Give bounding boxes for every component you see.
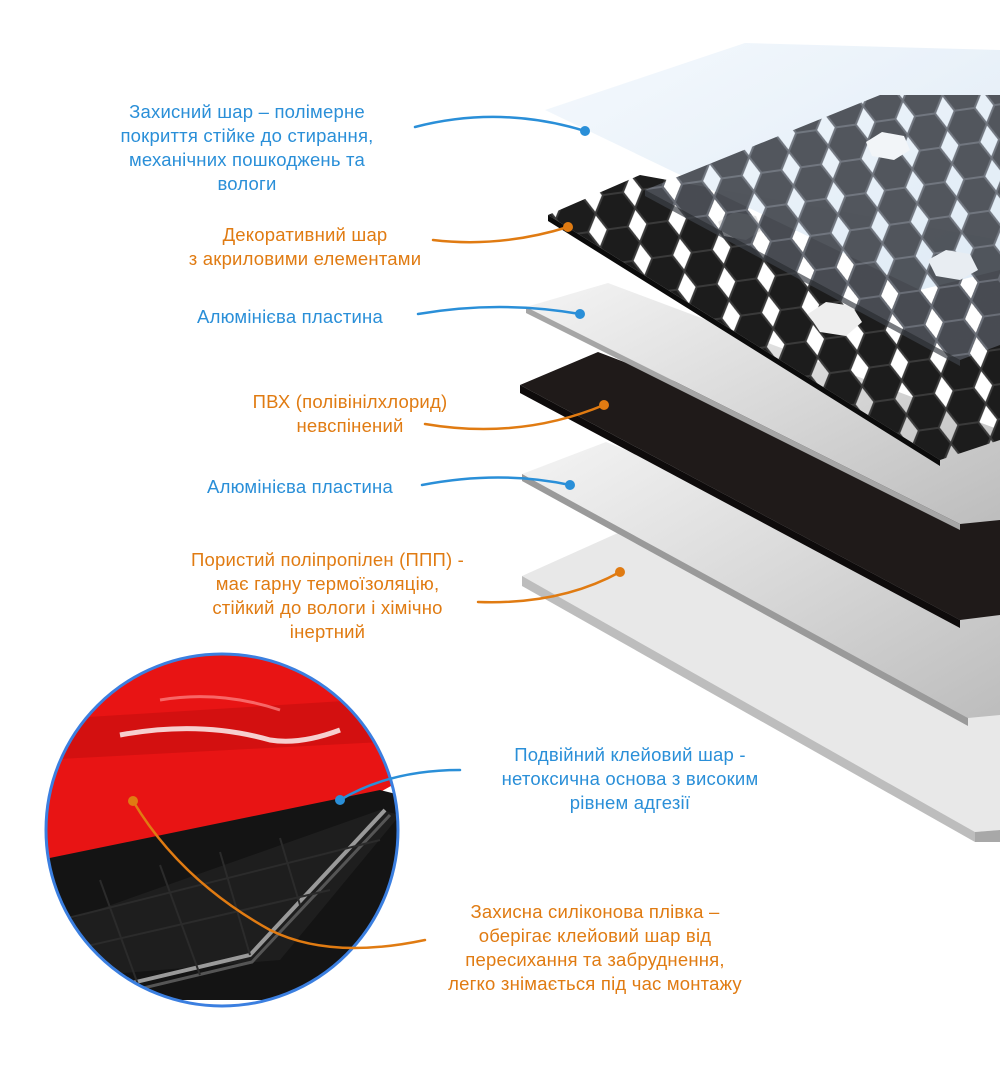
zoom-circle [44, 652, 400, 1008]
aluminum1-dot [575, 309, 585, 319]
aluminum1-leader [416, 305, 582, 316]
silicone-dot [128, 796, 138, 806]
protective-layer [545, 43, 1000, 366]
aluminum2-dot [565, 480, 575, 490]
silicone-leader [131, 799, 427, 950]
aluminum-layer-1 [526, 283, 1000, 530]
adhesive-leader [338, 768, 462, 802]
pvc-dot [599, 400, 609, 410]
aluminum2-leader [420, 476, 572, 487]
aluminum1-label: Алюмінієва пластина [197, 306, 383, 327]
protective-dot [580, 126, 590, 136]
decorative-dot [563, 222, 573, 232]
polypropylene-layer [522, 532, 1000, 842]
polypropylene-label: Пористий поліпропілен (ППП) -має гарну т… [190, 549, 465, 642]
polypropylene-dot [615, 567, 625, 577]
adhesive-label: Подвійний клейовий шар -нетоксична основ… [501, 744, 759, 813]
pvc-label: ПВХ (полівінілхлорид)невспінений [252, 391, 448, 436]
protective-leader [413, 115, 587, 133]
pvc-layer [520, 352, 1000, 628]
decorative-leader [431, 225, 570, 244]
pvc-leader [423, 403, 606, 431]
aluminum2-label: Алюмінієва пластина [207, 476, 393, 497]
silicone-label: Захисна силіконова плівка –оберігає клей… [448, 901, 742, 994]
polypropylene-leader [476, 570, 622, 604]
aluminum-layer-2 [522, 442, 1000, 726]
adhesive-dot [335, 795, 345, 805]
